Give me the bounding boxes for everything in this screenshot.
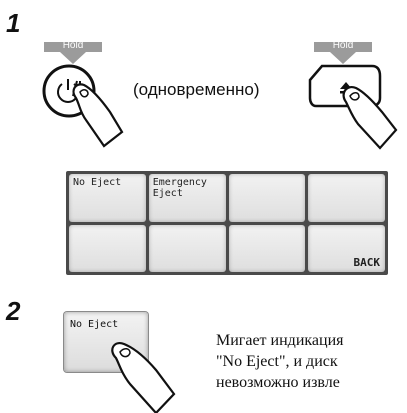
grid-button-emergency-eject[interactable]: Emergency Eject — [148, 174, 226, 222]
description-line-1: Мигает индикация — [216, 332, 344, 349]
description-line-2: "No Eject", и диск — [216, 353, 338, 370]
button-grid: No Eject Emergency Eject BACK — [66, 171, 388, 275]
grid-button-empty-6[interactable] — [148, 224, 226, 272]
step-1-number: 1 — [6, 8, 21, 38]
hold-arrow-left — [44, 42, 102, 64]
grid-button-empty-5[interactable] — [69, 224, 146, 272]
grid-button-no-eject[interactable]: No Eject — [69, 174, 146, 222]
finger-icon — [72, 83, 124, 148]
step-2-number: 2 — [6, 296, 21, 326]
back-button[interactable]: BACK — [308, 224, 385, 272]
grid-button-empty-4[interactable] — [308, 174, 385, 222]
grid-button-empty-3[interactable] — [228, 174, 306, 222]
hold-label-left: Hold — [62, 40, 84, 51]
description-line-3: невозможно извле — [216, 374, 340, 391]
step-2-description: Мигает индикация "No Eject", и диск нево… — [216, 330, 407, 393]
finger-icon — [111, 342, 176, 413]
hold-label-right: Hold — [332, 40, 354, 51]
hold-arrow-right — [314, 42, 372, 64]
grid-button-empty-7[interactable] — [228, 224, 306, 272]
back-button-label: BACK — [353, 256, 381, 269]
no-eject-button-label: No Eject — [70, 319, 119, 330]
simultaneous-text: (одновременно) — [133, 80, 260, 99]
finger-icon — [342, 86, 398, 150]
